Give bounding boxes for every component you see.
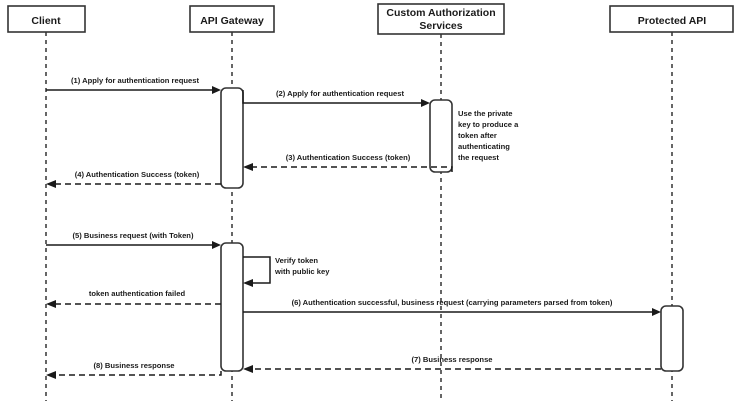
activation-bar-protected-api[interactable]	[660, 305, 684, 372]
message-7-business-response[interactable]: (7) Business response	[243, 355, 661, 373]
message-8-arrowhead-icon	[46, 371, 56, 379]
message-2-apply-for-authentication-request[interactable]: (2) Apply for authentication request	[242, 89, 430, 107]
participant-label-custom-authorization-services-line2: Services	[419, 20, 462, 32]
message-7-arrowhead-icon	[243, 365, 253, 373]
participant-box-protected-api[interactable]	[609, 5, 734, 33]
activation-bar-api-gateway-auth[interactable]	[220, 87, 244, 189]
message-2-arrowhead-icon	[421, 99, 430, 107]
message-self-line	[243, 256, 271, 284]
message-5-business-request-with-token[interactable]: (5) Business request (with Token)	[46, 231, 221, 249]
message-5-arrowhead-icon	[212, 241, 221, 249]
note-private-key-line-1: Use the private	[458, 109, 512, 118]
message-8-label: (8) Business response	[93, 361, 174, 370]
message-3-line	[249, 166, 453, 172]
message-7-label: (7) Business response	[411, 355, 492, 364]
message-2-label: (2) Apply for authentication request	[276, 89, 404, 98]
message-token-authentication-failed[interactable]: token authentication failed	[46, 289, 221, 308]
participant-label-api-gateway: API Gateway	[200, 15, 264, 27]
note-private-key-line-4: authenticating	[458, 142, 510, 151]
participant-box-custom-authorization-services[interactable]	[377, 3, 505, 35]
participant-client[interactable]: Client	[7, 5, 86, 33]
message-8-business-response[interactable]: (8) Business response	[46, 361, 222, 379]
message-5-label: (5) Business request (with Token)	[73, 231, 194, 240]
message-4-authentication-success-token[interactable]: (4) Authentication Success (token)	[46, 170, 221, 188]
message-6-authentication-successful-business-request[interactable]: (6) Authentication successful, business …	[243, 298, 661, 316]
message-4-arrowhead-icon	[46, 180, 56, 188]
participant-protected-api[interactable]: Protected API	[609, 5, 734, 33]
message-6-arrowhead-icon	[652, 308, 661, 316]
message-fail-arrowhead-icon	[46, 300, 56, 308]
note-private-key-line-5: the request	[458, 153, 499, 162]
message-self-label-line2: with public key	[274, 267, 330, 276]
participant-label-client: Client	[31, 15, 61, 27]
message-6-label: (6) Authentication successful, business …	[292, 298, 613, 307]
participant-label-protected-api: Protected API	[638, 15, 707, 27]
participant-label-custom-authorization-services-line1: Custom Authorization	[386, 7, 495, 19]
message-self-label-line1: Verify token	[275, 256, 318, 265]
message-1-apply-for-authentication-request[interactable]: (1) Apply for authentication request	[46, 76, 221, 94]
message-3-arrowhead-icon	[243, 163, 253, 171]
note-private-key-line-2: key to produce a	[458, 120, 519, 129]
message-1-arrowhead-icon	[212, 86, 221, 94]
message-1-label: (1) Apply for authentication request	[71, 76, 199, 85]
message-3-authentication-success-token[interactable]: (3) Authentication Success (token)	[243, 153, 453, 172]
message-8-line	[52, 371, 222, 376]
note-private-key-line-3: token after	[458, 131, 497, 140]
message-3-label: (3) Authentication Success (token)	[286, 153, 411, 162]
message-self-arrowhead-icon	[243, 279, 253, 287]
participant-api-gateway[interactable]: API Gateway	[189, 5, 275, 33]
activation-bars-group	[220, 87, 684, 372]
message-4-label: (4) Authentication Success (token)	[75, 170, 200, 179]
activation-bar-api-gateway-business[interactable]	[220, 242, 244, 372]
message-2-line	[242, 90, 425, 104]
lifelines-group	[45, 32, 673, 401]
message-fail-label: token authentication failed	[89, 289, 186, 298]
activation-bar-custom-authorization-services[interactable]	[429, 99, 453, 173]
participant-box-client[interactable]	[7, 5, 86, 33]
participant-custom-authorization-services[interactable]: Custom Authorization Services	[377, 3, 505, 35]
participant-box-api-gateway[interactable]	[189, 5, 275, 33]
note-private-key: Use the private key to produce a token a…	[458, 109, 519, 162]
message-self-verify-token-with-public-key[interactable]: Verify token with public key	[243, 256, 330, 287]
